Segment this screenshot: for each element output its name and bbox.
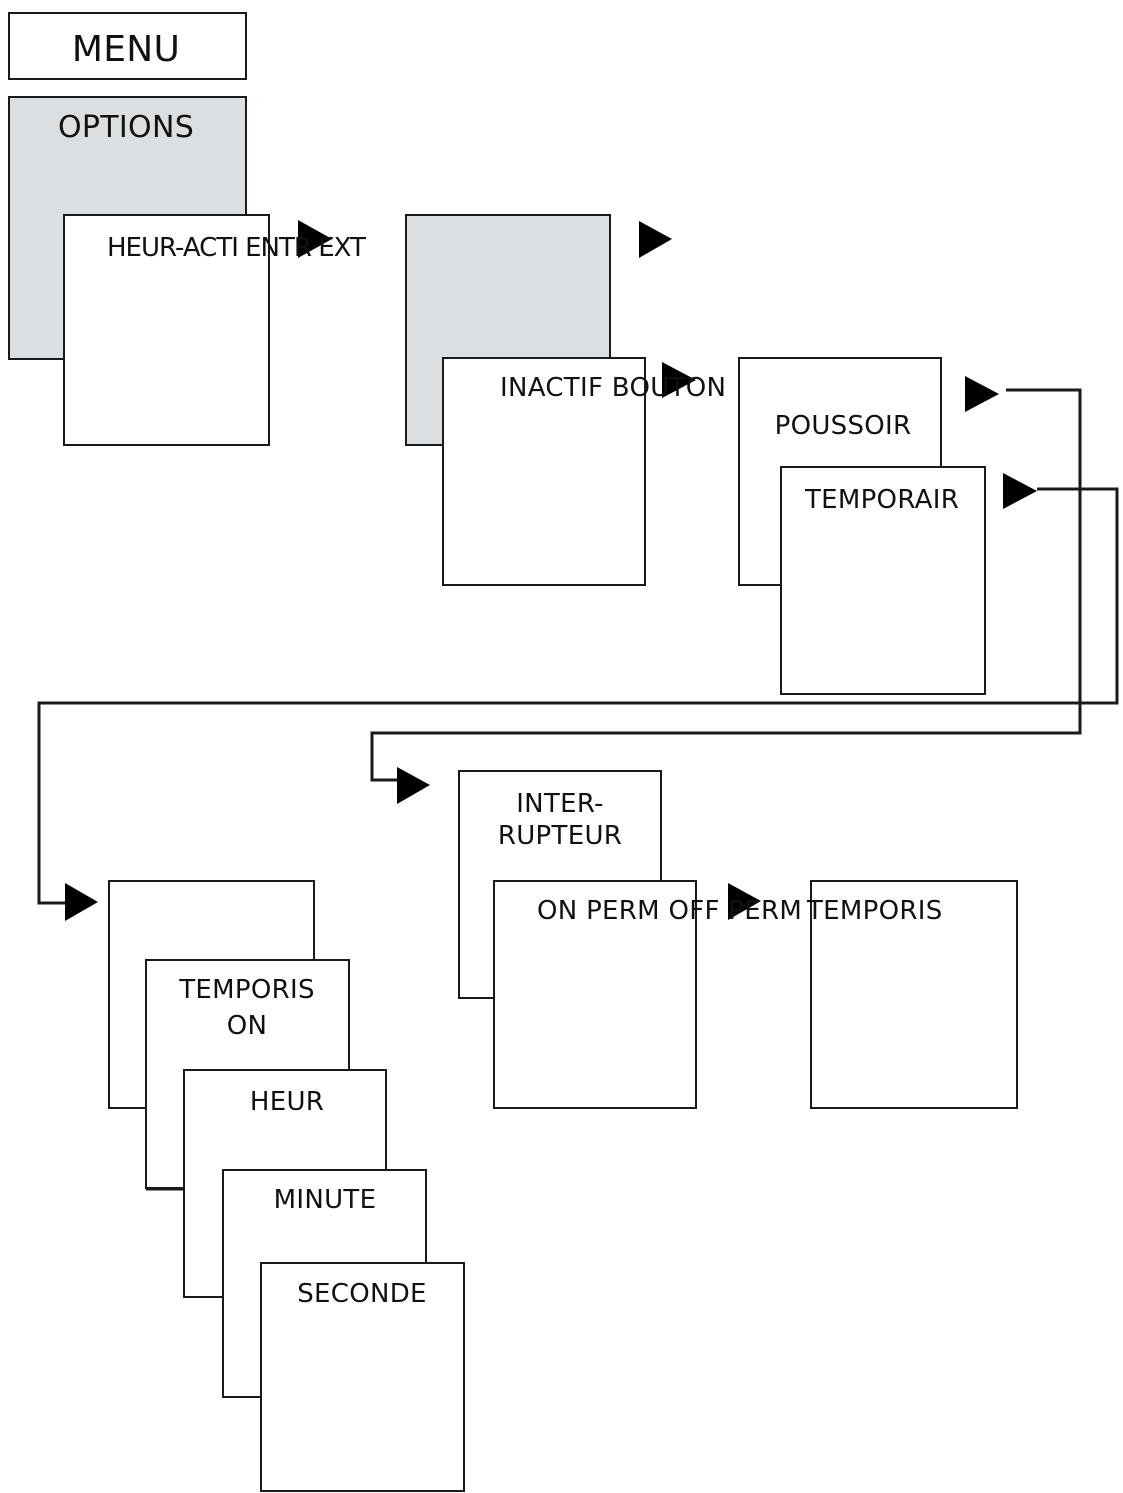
- interrupteur-line-1: INTER-: [516, 789, 604, 819]
- menu-title: MENU: [71, 29, 181, 70]
- heur-acti-label: HEUR-ACTI ENTR EXT: [107, 233, 366, 263]
- interrupteur-label: INTER- RUPTEUR: [498, 788, 622, 852]
- interrupteur-line-2: RUPTEUR: [497, 821, 623, 851]
- on-off-perm-box[interactable]: [493, 880, 697, 1109]
- heur-acti-box[interactable]: [63, 214, 270, 446]
- temporis-box[interactable]: [810, 880, 1018, 1109]
- arrow-icon[interactable]: [397, 767, 430, 804]
- heur-label: HEUR: [249, 1087, 325, 1117]
- minute-label: MINUTE: [273, 1185, 377, 1215]
- options-label: OPTIONS: [57, 110, 195, 145]
- seconde-box[interactable]: [260, 1262, 465, 1492]
- arrow-icon[interactable]: [639, 221, 672, 258]
- temporis-on-label: TEMPORIS ON: [179, 974, 315, 1042]
- temporair-label: TEMPORAIR: [804, 485, 960, 515]
- temporis-on-line-1: TEMPORIS: [179, 975, 315, 1005]
- arrow-icon[interactable]: [1003, 473, 1037, 509]
- temporis-label: TEMPORIS: [807, 896, 943, 926]
- menu-box[interactable]: [8, 12, 247, 80]
- inactif-label: INACTIF BOUTON: [500, 373, 727, 403]
- poussoir-label: POUSSOIR: [774, 411, 912, 441]
- arrow-icon[interactable]: [965, 376, 999, 412]
- on-off-perm-label: ON PERM OFF PERM: [537, 896, 803, 926]
- seconde-label: SECONDE: [297, 1279, 427, 1309]
- arrow-icon[interactable]: [65, 883, 98, 921]
- temporis-on-line-2: ON: [226, 1011, 268, 1041]
